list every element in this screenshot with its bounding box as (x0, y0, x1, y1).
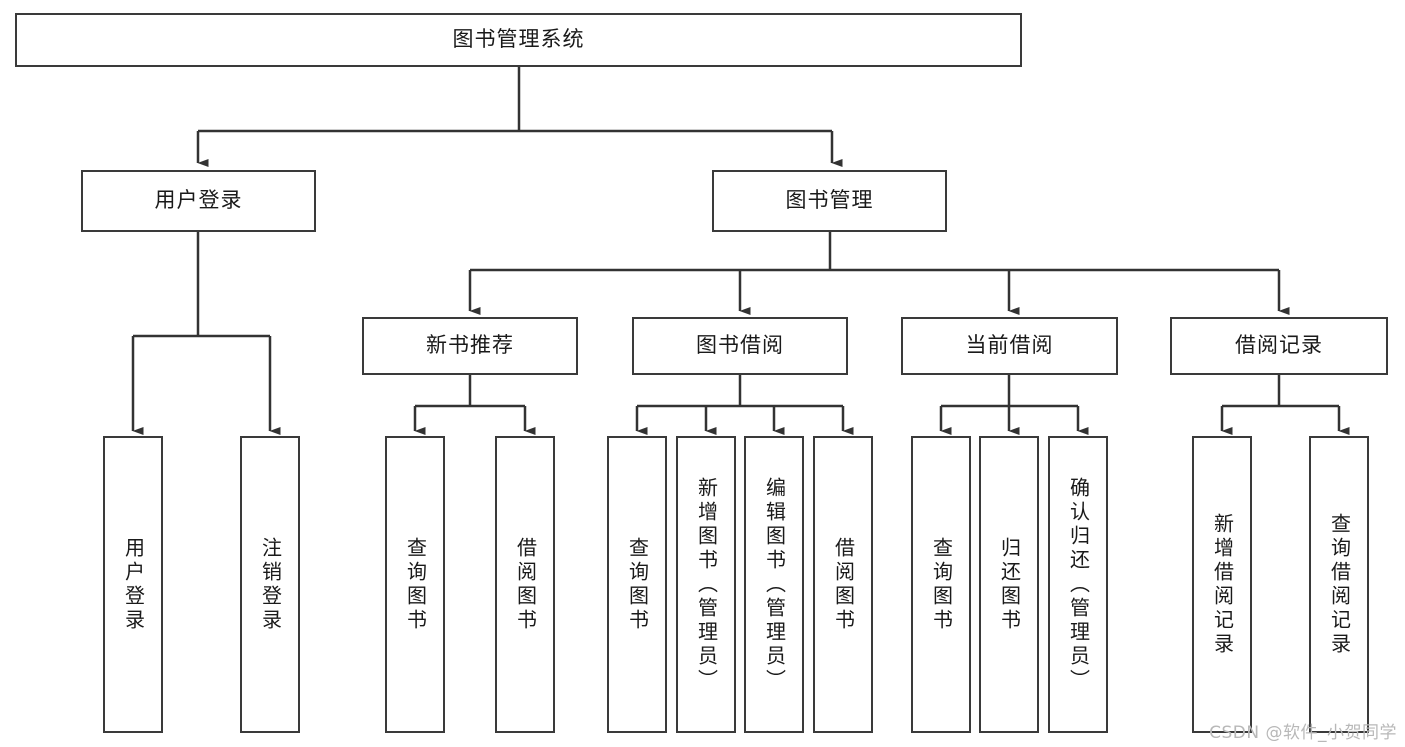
node-leaf-borrow-book-1-label: 借阅图书 (513, 536, 538, 633)
node-book-manage[interactable]: 图书管理 (712, 170, 947, 232)
node-leaf-edit-book[interactable]: 编辑图书（管理员） (744, 436, 804, 733)
node-leaf-return-book-label: 归还图书 (997, 536, 1022, 633)
node-leaf-confirm-return-label: 确认归还（管理员） (1066, 476, 1091, 693)
node-leaf-query-book-2[interactable]: 查询图书 (607, 436, 667, 733)
node-leaf-query-book-3-label: 查询图书 (929, 536, 954, 633)
node-leaf-user-logout-label: 注销登录 (258, 536, 283, 633)
node-leaf-confirm-return[interactable]: 确认归还（管理员） (1048, 436, 1108, 733)
node-new-book-recommend[interactable]: 新书推荐 (362, 317, 578, 375)
node-leaf-borrow-book-2-label: 借阅图书 (831, 536, 856, 633)
node-borrow-record[interactable]: 借阅记录 (1170, 317, 1388, 375)
node-book-borrow-label: 图书借阅 (696, 333, 784, 358)
node-leaf-query-book-1[interactable]: 查询图书 (385, 436, 445, 733)
node-current-borrow-label: 当前借阅 (965, 333, 1054, 358)
node-borrow-record-label: 借阅记录 (1235, 333, 1323, 358)
node-leaf-query-record[interactable]: 查询借阅记录 (1309, 436, 1369, 733)
node-leaf-edit-book-label: 编辑图书（管理员） (762, 476, 787, 693)
node-leaf-add-record[interactable]: 新增借阅记录 (1192, 436, 1252, 733)
node-leaf-query-record-label: 查询借阅记录 (1327, 512, 1352, 657)
node-leaf-borrow-book-1[interactable]: 借阅图书 (495, 436, 555, 733)
node-new-book-recommend-label: 新书推荐 (426, 333, 514, 358)
node-leaf-user-logout[interactable]: 注销登录 (240, 436, 300, 733)
node-leaf-query-book-1-label: 查询图书 (403, 536, 428, 633)
node-leaf-add-record-label: 新增借阅记录 (1210, 512, 1235, 657)
node-leaf-add-book-label: 新增图书（管理员） (694, 476, 719, 693)
node-leaf-query-book-2-label: 查询图书 (625, 536, 650, 633)
node-leaf-query-book-3[interactable]: 查询图书 (911, 436, 971, 733)
node-user-login-label: 用户登录 (154, 188, 243, 213)
node-leaf-return-book[interactable]: 归还图书 (979, 436, 1039, 733)
node-root[interactable]: 图书管理系统 (15, 13, 1022, 67)
node-leaf-user-login[interactable]: 用户登录 (103, 436, 163, 733)
node-book-manage-label: 图书管理 (785, 188, 874, 213)
node-leaf-add-book[interactable]: 新增图书（管理员） (676, 436, 736, 733)
watermark-text: CSDN @软件_小贺同学 (1209, 723, 1397, 743)
node-leaf-user-login-label: 用户登录 (121, 536, 146, 633)
node-root-label: 图书管理系统 (452, 27, 585, 52)
node-leaf-borrow-book-2[interactable]: 借阅图书 (813, 436, 873, 733)
node-user-login[interactable]: 用户登录 (81, 170, 316, 232)
node-current-borrow[interactable]: 当前借阅 (901, 317, 1118, 375)
node-book-borrow[interactable]: 图书借阅 (632, 317, 848, 375)
